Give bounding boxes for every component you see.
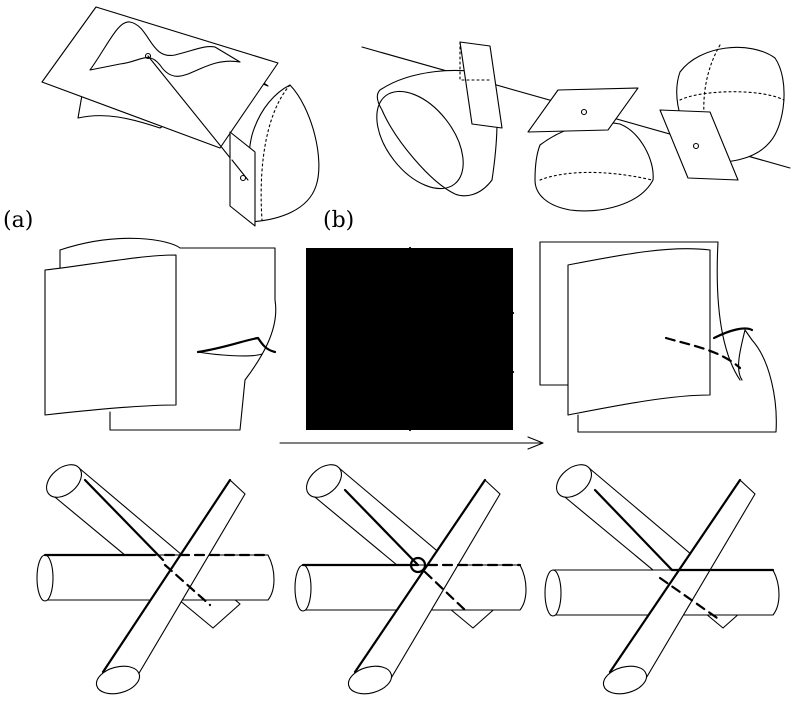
middle-center-section — [306, 248, 513, 430]
panel-b-illustration — [360, 42, 790, 211]
panel-a-illustration — [42, 7, 319, 226]
horizontal-cylinder-cap — [37, 555, 53, 601]
front-sheet-right — [568, 249, 710, 415]
tangent-plane-a — [42, 7, 278, 148]
panel-label-a: (a) — [3, 208, 33, 233]
middle-left-sheets — [45, 238, 276, 430]
panel-label-b: (b) — [323, 208, 354, 233]
cylinders-left — [37, 458, 274, 698]
horizontal-cylinder-cap-c — [295, 565, 311, 611]
fold-hump-left — [198, 352, 262, 356]
back-sheet-right — [540, 242, 568, 385]
fold-curve-right-solid — [714, 328, 752, 338]
dome-body — [535, 122, 653, 210]
front-sheet-left — [45, 255, 176, 415]
lens-body — [248, 85, 319, 222]
middle-right-sheets — [540, 242, 776, 432]
cylinders-right — [545, 458, 779, 698]
horizontal-cylinder-cap-r — [545, 570, 561, 616]
fold-curve-left — [198, 338, 275, 352]
cylinders-center — [295, 458, 526, 698]
